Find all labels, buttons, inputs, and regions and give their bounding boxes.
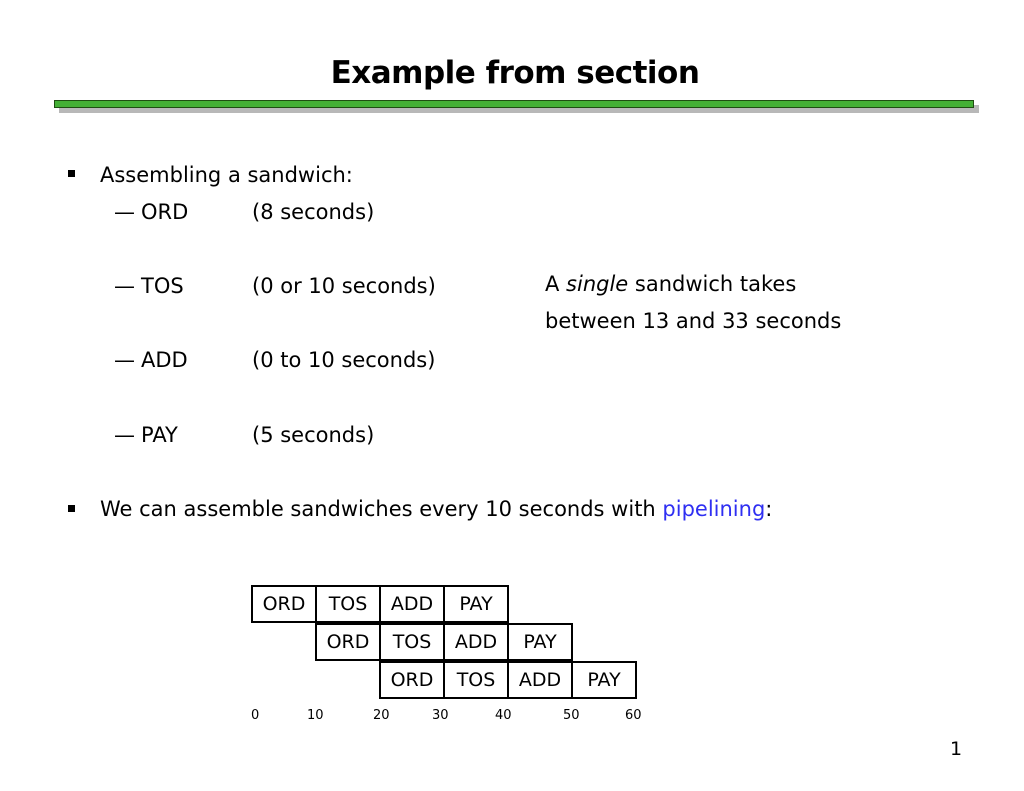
pipeline-cell-add: ADD bbox=[443, 623, 509, 661]
pipeline-row-2: ORD TOS ADD PAY bbox=[315, 623, 573, 661]
pipeline-cell-ord: ORD bbox=[315, 623, 381, 661]
pipeline-cell-pay: PAY bbox=[571, 661, 637, 699]
emphasis-single: single bbox=[566, 272, 629, 296]
time-tick: 40 bbox=[495, 708, 512, 723]
time-tick: 50 bbox=[563, 708, 580, 723]
pipeline-cell-ord: ORD bbox=[251, 585, 317, 623]
step-name-ord: ORD bbox=[141, 200, 189, 224]
step-dash: — bbox=[114, 423, 135, 447]
pipeline-cell-ord: ORD bbox=[379, 661, 445, 699]
side-note-line-2: between 13 and 33 seconds bbox=[545, 309, 842, 333]
pipeline-row-3: ORD TOS ADD PAY bbox=[379, 661, 637, 699]
bullet-text-1: Assembling a sandwich: bbox=[100, 163, 353, 187]
step-name-pay: PAY bbox=[141, 423, 178, 447]
side-note-line-1: A single sandwich takes bbox=[545, 272, 797, 296]
pipeline-cell-tos: TOS bbox=[379, 623, 445, 661]
bullet-marker-1 bbox=[68, 170, 75, 177]
bullet-text-2: We can assemble sandwiches every 10 seco… bbox=[100, 497, 773, 521]
page-title: Example from section bbox=[330, 55, 700, 91]
step-time-add: (0 to 10 seconds) bbox=[252, 348, 436, 372]
time-tick: 0 bbox=[251, 708, 260, 723]
step-dash: — bbox=[114, 200, 135, 224]
step-name-tos: TOS bbox=[141, 274, 184, 298]
step-time-ord: (8 seconds) bbox=[252, 200, 375, 224]
time-tick: 20 bbox=[373, 708, 390, 723]
pipelining-term: pipelining bbox=[662, 497, 766, 521]
pipeline-cell-tos: TOS bbox=[315, 585, 381, 623]
time-tick: 30 bbox=[432, 708, 449, 723]
step-time-tos: (0 or 10 seconds) bbox=[252, 274, 436, 298]
step-time-pay: (5 seconds) bbox=[252, 423, 375, 447]
pipeline-cell-pay: PAY bbox=[507, 623, 573, 661]
step-name-add: ADD bbox=[141, 348, 188, 372]
pipeline-row-1: ORD TOS ADD PAY bbox=[251, 585, 509, 623]
pipeline-cell-pay: PAY bbox=[443, 585, 509, 623]
pipeline-cell-add: ADD bbox=[379, 585, 445, 623]
side-note: A single sandwich takes between 13 and 3… bbox=[545, 266, 841, 340]
step-dash: — bbox=[114, 274, 135, 298]
pipeline-cell-tos: TOS bbox=[443, 661, 509, 699]
time-tick: 60 bbox=[625, 708, 642, 723]
bullet-marker-2 bbox=[68, 505, 75, 512]
title-underline bbox=[54, 100, 974, 108]
time-tick: 10 bbox=[307, 708, 324, 723]
page-number: 1 bbox=[950, 738, 963, 760]
step-dash: — bbox=[114, 348, 135, 372]
pipeline-cell-add: ADD bbox=[507, 661, 573, 699]
